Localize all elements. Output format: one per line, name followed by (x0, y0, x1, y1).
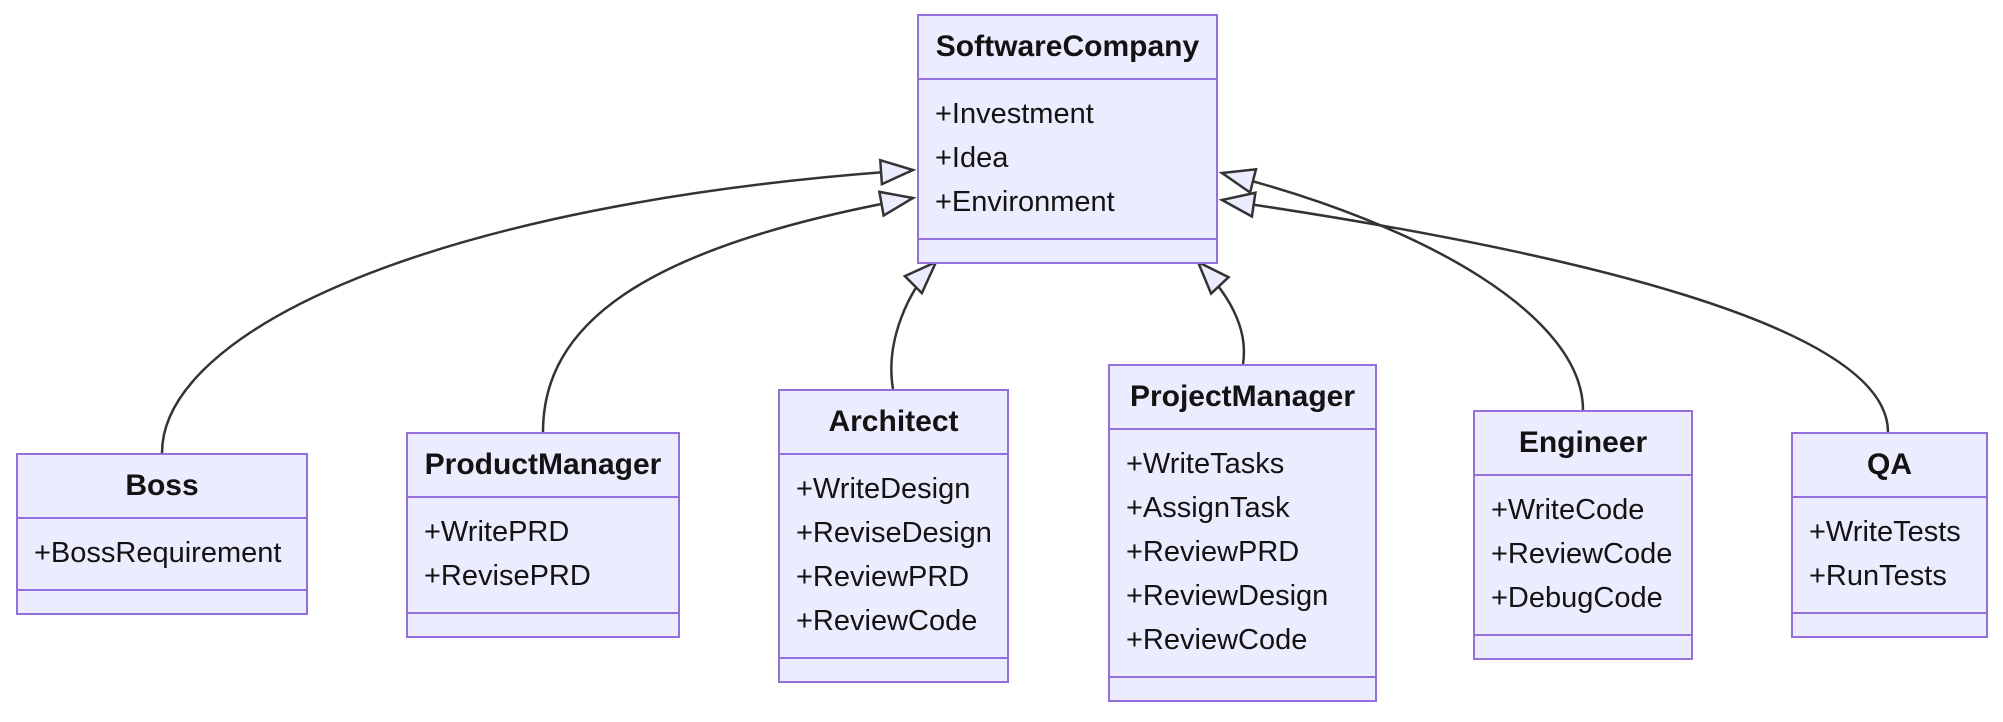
class-attributes: +WriteTests +RunTests (1793, 498, 1986, 614)
inheritance-edge-productmanager (541, 190, 917, 433)
class-title: Architect (780, 391, 1007, 455)
inheritance-edge-engineer (1218, 167, 1585, 411)
inheritance-edge-projectmanager (1195, 259, 1246, 365)
inheritance-edge-boss (160, 158, 917, 454)
class-attributes: +BossRequirement (18, 519, 306, 591)
class-box-qa: QA +WriteTests +RunTests (1791, 432, 1988, 638)
class-attribute: +RevisePRD (424, 560, 591, 592)
class-attribute: +Investment (935, 98, 1094, 130)
class-methods-empty (408, 614, 678, 636)
class-attribute: +Idea (935, 142, 1009, 174)
class-methods-empty (1110, 678, 1375, 700)
class-box-projectmanager: ProjectManager +WriteTasks +AssignTask +… (1108, 364, 1377, 702)
class-methods-empty (1793, 614, 1986, 636)
class-box-productmanager: ProductManager +WritePRD +RevisePRD (406, 432, 680, 638)
class-attribute: +WriteCode (1491, 494, 1645, 526)
class-box-engineer: Engineer +WriteCode +ReviewCode +DebugCo… (1473, 410, 1693, 660)
class-title: SoftwareCompany (919, 16, 1216, 80)
class-attribute: +ReviseDesign (796, 517, 992, 549)
class-attribute: +ReviewPRD (796, 561, 970, 593)
class-methods-empty (780, 659, 1007, 681)
class-methods-empty (1475, 636, 1691, 658)
class-attribute: +WriteDesign (796, 473, 971, 505)
class-box-boss: Boss +BossRequirement (16, 453, 308, 615)
class-methods-empty (18, 591, 306, 613)
class-attributes: +WriteDesign +ReviseDesign +ReviewPRD +R… (780, 455, 1007, 659)
class-title: QA (1793, 434, 1986, 498)
class-attribute: +ReviewCode (1491, 538, 1673, 570)
class-box-architect: Architect +WriteDesign +ReviseDesign +Re… (778, 389, 1009, 683)
class-attribute: +RunTests (1809, 560, 1947, 592)
class-attribute: +AssignTask (1126, 492, 1290, 524)
class-title: ProjectManager (1110, 366, 1375, 430)
inheritance-edge-architect (890, 259, 939, 390)
class-title: Boss (18, 455, 306, 519)
class-methods-empty (919, 240, 1216, 262)
class-title: ProductManager (408, 434, 678, 498)
inheritance-edge-qa (1218, 191, 1890, 433)
class-attributes: +Investment +Idea +Environment (919, 80, 1216, 240)
class-attribute: +WritePRD (424, 516, 570, 548)
class-attribute: +ReviewCode (796, 605, 978, 637)
class-attribute: +WriteTasks (1126, 448, 1285, 480)
class-box-softwarecompany: SoftwareCompany +Investment +Idea +Envir… (917, 14, 1218, 264)
class-attribute: +Environment (935, 186, 1115, 218)
class-title: Engineer (1475, 412, 1691, 476)
class-attribute: +DebugCode (1491, 582, 1663, 614)
class-attribute: +ReviewPRD (1126, 536, 1300, 568)
class-attribute: +BossRequirement (34, 537, 282, 569)
class-attribute: +WriteTests (1809, 516, 1961, 548)
class-attribute: +ReviewCode (1126, 624, 1308, 656)
class-attributes: +WritePRD +RevisePRD (408, 498, 678, 614)
class-attribute: +ReviewDesign (1126, 580, 1329, 612)
class-attributes: +WriteCode +ReviewCode +DebugCode (1475, 476, 1691, 636)
class-attributes: +WriteTasks +AssignTask +ReviewPRD +Revi… (1110, 430, 1375, 678)
